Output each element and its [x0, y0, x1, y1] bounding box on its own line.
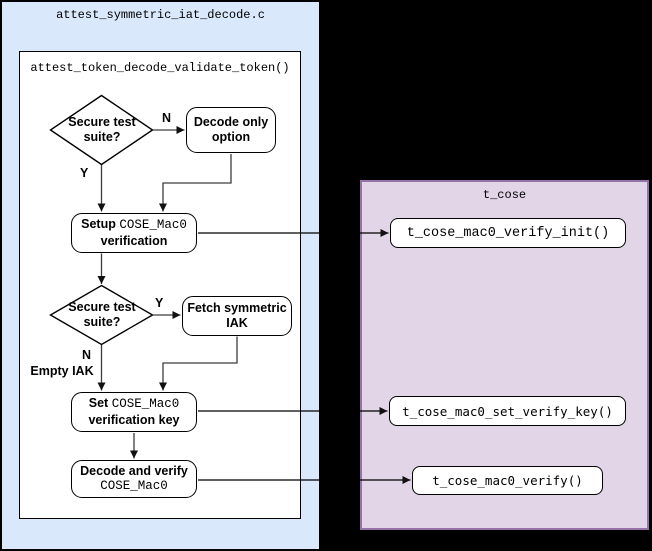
decode-only-option-node: Decode only option [186, 107, 276, 153]
decver-line2-code: COSE_Mac0 [100, 479, 168, 493]
decode-and-verify-cose-mac0-node: Decode and verify COSE_Mac0 [71, 460, 197, 498]
decode-only-line1: Decode only [193, 114, 269, 129]
decode-only-line2: option [211, 130, 251, 144]
file-title: attest_symmetric_iat_decode.c [56, 8, 265, 22]
decision2-diamond [49, 284, 154, 346]
setup-line1-code: COSE_Mac0 [119, 218, 187, 232]
setkey-line1-text: Set [88, 396, 112, 410]
decision1-diamond [49, 94, 154, 166]
tcose-mac0-verify-init-label: t_cose_mac0_verify_init() [406, 225, 610, 241]
setup-line1-text: Setup [81, 217, 120, 231]
fetch-line1: Fetch symmetric [187, 300, 287, 315]
setkey-line1-code: COSE_Mac0 [111, 397, 180, 411]
setup-cose-mac0-verification-node: Setup COSE_Mac0 verification [71, 213, 197, 253]
setup-line2: verification [100, 233, 168, 248]
fetch-symmetric-iak-node: Fetch symmetric IAK [182, 296, 292, 336]
tcose-mac0-verify-label: t_cose_mac0_verify() [432, 473, 583, 488]
decision1-label: Secure test suite? [68, 115, 136, 144]
tcose-title: t_cose [482, 188, 527, 202]
tcose-mac0-verify-node: t_cose_mac0_verify() [412, 466, 603, 495]
file-container: attest_symmetric_iat_decode.c attest_tok… [2, 2, 319, 549]
decver-line1: Decode and verify [80, 463, 188, 478]
decision1-no-label: N [162, 111, 172, 125]
tcose-mac0-set-verify-key-label: t_cose_mac0_set_verify_key() [402, 403, 613, 419]
tcose-mac0-set-verify-key-node: t_cose_mac0_set_verify_key() [389, 396, 626, 426]
setup-line1: Setup COSE_Mac0 [81, 217, 187, 234]
arrow-fetch-to-setkey [159, 336, 238, 391]
empty-iak-label: Empty IAK [30, 364, 94, 378]
tcose-mac0-verify-init-node: t_cose_mac0_verify_init() [390, 218, 626, 248]
set-cose-mac0-verification-key-node: Set COSE_Mac0 verification key [71, 392, 197, 432]
decision2-yes-label: Y [155, 296, 164, 310]
decision1-yes-label: Y [80, 166, 89, 180]
function-title: attest_token_decode_validate_token() [30, 61, 290, 75]
arrow-decode-only-to-setup [159, 154, 232, 212]
decision2-label: Secure test suite? [68, 300, 136, 329]
setkey-line2: verification key [88, 412, 180, 427]
decision2-no-label: N [82, 348, 92, 362]
setkey-line1: Set COSE_Mac0 [89, 396, 179, 413]
fetch-line2: IAK [226, 316, 248, 330]
